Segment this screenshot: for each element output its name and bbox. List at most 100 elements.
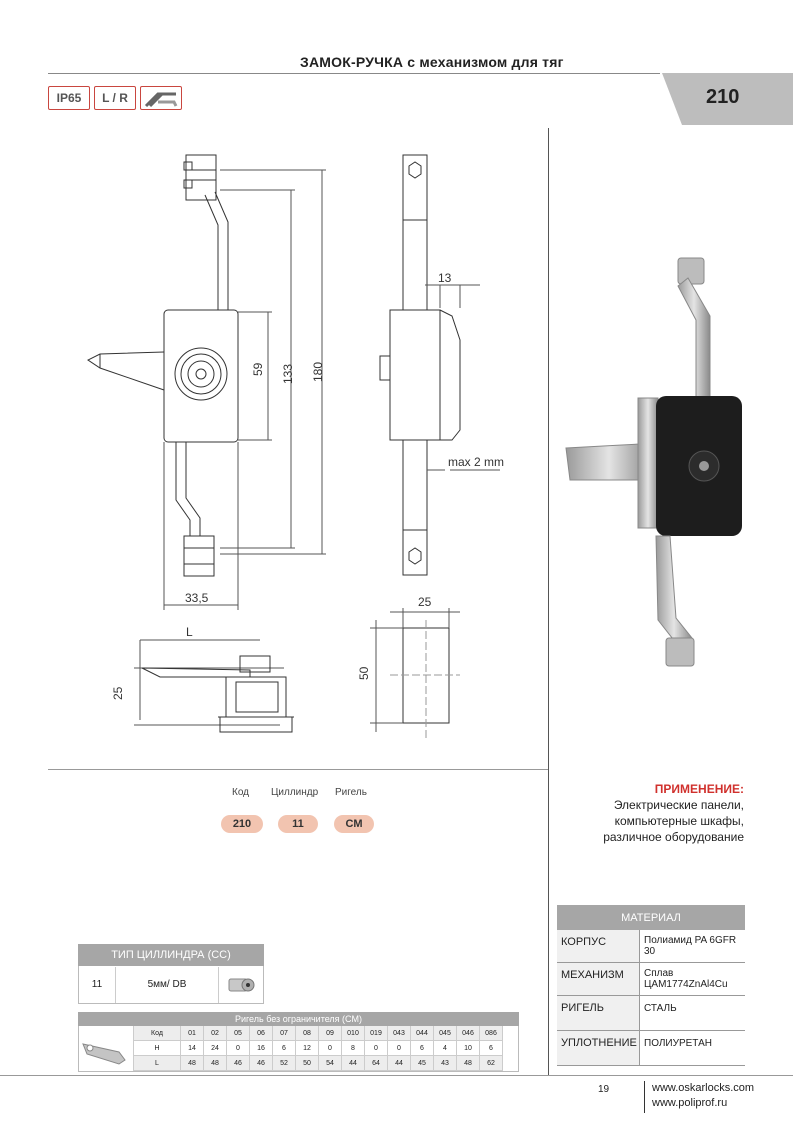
rigel-cell: 52: [272, 1055, 296, 1071]
rigel-cell: 6: [410, 1040, 434, 1056]
rigel-cell: 14: [180, 1040, 204, 1056]
dim-50: 50: [357, 666, 371, 680]
rigel-cell: 010: [341, 1026, 365, 1041]
material-row: КОРПУС Полиамид PA 6GFR 30: [557, 930, 745, 963]
footer-url[interactable]: www.oskarlocks.com: [652, 1082, 755, 1094]
column-divider: [548, 128, 549, 1075]
cylinder-desc: 5мм/ DB: [115, 966, 219, 1003]
rigel-cell: 10: [456, 1040, 480, 1056]
cylinder-table: ТИП ЦИЛЛИНДРА (CC) 11 5мм/ DB: [78, 944, 264, 1004]
hand-badge: L / R: [94, 86, 136, 110]
rigel-row-label: L: [134, 1055, 181, 1071]
material-key: РИГЕЛЬ: [561, 1002, 604, 1014]
section-divider: [48, 769, 548, 770]
rigel-cell: 8: [341, 1040, 365, 1056]
material-key: УПЛОТНЕНИЕ: [561, 1037, 637, 1049]
dim-13: 13: [438, 271, 452, 285]
material-title: МАТЕРИАЛ: [557, 905, 745, 930]
application-list: Электрические панели, компьютерные шкафы…: [560, 797, 744, 845]
rigel-cell: 48: [203, 1055, 227, 1071]
product-number-tab: [662, 73, 793, 125]
rigel-cell: 0: [387, 1040, 411, 1056]
rigel-cell: 45: [410, 1055, 434, 1071]
rigel-value: CM: [334, 815, 374, 833]
rigel-cell: 12: [295, 1040, 319, 1056]
rigel-cell: 05: [226, 1026, 250, 1041]
dim-335: 33,5: [185, 591, 209, 605]
rigel-cell: 43: [433, 1055, 457, 1071]
rigel-cell: 09: [318, 1026, 342, 1041]
rigel-cell: 48: [456, 1055, 480, 1071]
page-number: 19: [598, 1084, 610, 1095]
rigel-cell: 01: [180, 1026, 204, 1041]
rigel-table-title: Ригель без ограничителя (CM): [78, 1012, 519, 1026]
rigel-cell: 44: [387, 1055, 411, 1071]
rigel-cell: 6: [479, 1040, 503, 1056]
dim-59: 59: [251, 362, 265, 376]
dim-max: max 2 mm: [448, 455, 504, 469]
dim-133: 133: [281, 364, 295, 384]
product-number: 210: [706, 86, 740, 108]
bottom-view: [134, 639, 294, 733]
rigel-cell: 54: [318, 1055, 342, 1071]
application-line: Электрические панели,: [613, 798, 744, 812]
rigel-cam-icon: [79, 1026, 134, 1071]
material-value: Сплав ЦАМ1774ZnAl4Cu: [639, 963, 745, 995]
ip-rating-badge: IP65: [48, 86, 90, 110]
cylinder-value: 11: [278, 815, 318, 833]
code-value: 210: [221, 815, 263, 833]
rigel-cell: 02: [203, 1026, 227, 1041]
rigel-cell: 0: [318, 1040, 342, 1056]
mount-icon: [144, 92, 178, 108]
rigel-cell: 24: [203, 1040, 227, 1056]
rigel-row-label: Код: [134, 1026, 181, 1041]
rigel-cell: 44: [341, 1055, 365, 1071]
rigel-cell: 48: [180, 1055, 204, 1071]
rigel-cell: 06: [249, 1026, 273, 1041]
rigel-cell: 64: [364, 1055, 388, 1071]
application-line: различное оборудование: [603, 830, 744, 844]
footer-url[interactable]: www.poliprof.ru: [652, 1097, 728, 1109]
application-line: компьютерные шкафы,: [614, 814, 744, 828]
rigel-cell: 086: [479, 1026, 503, 1041]
front-view: [87, 154, 326, 610]
header-rule: [48, 73, 660, 74]
footer-rule: [0, 1075, 793, 1076]
end-view: [370, 608, 460, 740]
side-view: [379, 154, 500, 576]
rigel-cell: 045: [433, 1026, 457, 1041]
rigel-cell: 46: [226, 1055, 250, 1071]
dim-25-height: 25: [111, 686, 125, 700]
rigel-cell: 62: [479, 1055, 503, 1071]
rigel-cell: 044: [410, 1026, 434, 1041]
code-header: Код: [232, 787, 250, 798]
rigel-cell: 50: [295, 1055, 319, 1071]
material-table: МАТЕРИАЛ КОРПУС Полиамид PA 6GFR 30 МЕХАН…: [557, 905, 745, 1066]
material-value: ПОЛИУРЕТАН: [639, 1031, 745, 1065]
material-row: МЕХАНИЗМ Сплав ЦАМ1774ZnAl4Cu: [557, 963, 745, 996]
rigel-cell: 46: [249, 1055, 273, 1071]
rigel-cell: 046: [456, 1026, 480, 1041]
rigel-cell: 07: [272, 1026, 296, 1041]
lock-rod-bottom: [655, 535, 695, 667]
material-key: МЕХАНИЗМ: [561, 969, 624, 981]
cylinder-code: 11: [91, 979, 103, 990]
rigel-row-label: H: [134, 1040, 181, 1056]
cylinder-key-icon: [219, 973, 263, 997]
rigel-cell: 0: [226, 1040, 250, 1056]
material-value: Полиамид PA 6GFR 30: [639, 930, 745, 962]
lock-rod-top: [677, 257, 711, 399]
rigel-cell: 0: [364, 1040, 388, 1056]
technical-drawing: 59 133 180 13 max 2 mm 33,5 25 50 L 25: [87, 154, 504, 740]
cylinder-header: Циллиндр: [271, 787, 319, 798]
rigel-cell: 043: [387, 1026, 411, 1041]
mount-icon-badge: [140, 86, 182, 110]
lock-body: [656, 396, 742, 536]
page-title: ЗАМОК-РУЧКА с механизмом для тяг: [300, 54, 564, 70]
material-key: КОРПУС: [561, 936, 607, 948]
